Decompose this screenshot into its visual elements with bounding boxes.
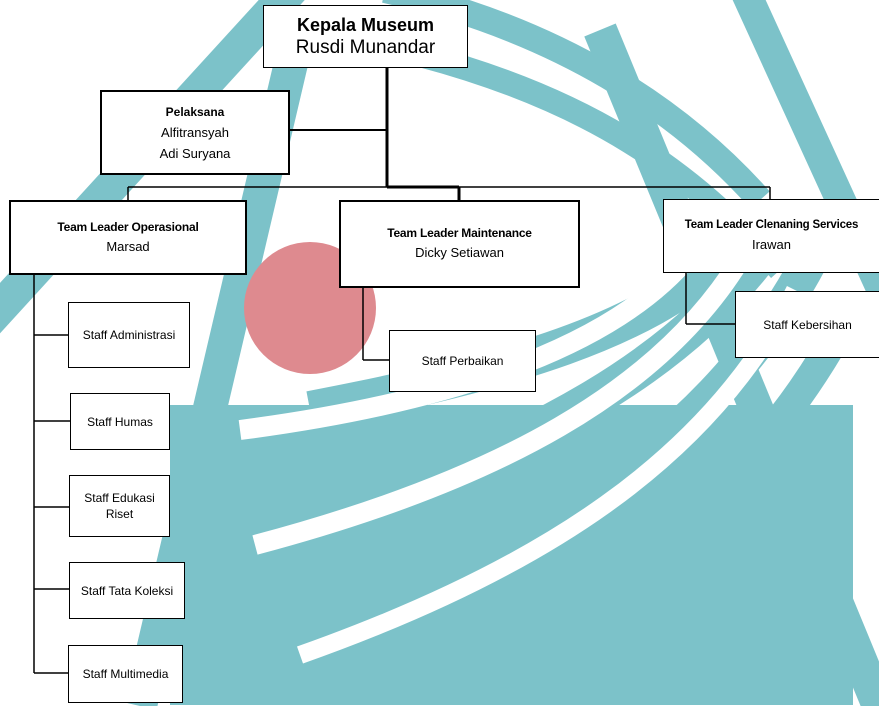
kepala-museum-title: Kepala Museum [296,14,435,35]
team-leader-operasional-title: Team Leader Operasional [57,219,199,234]
staff-tata-koleksi-box: Staff Tata Koleksi [69,562,185,619]
staff-humas-box: Staff Humas [70,393,170,450]
staff-kebersihan-box: Staff Kebersihan [735,291,879,358]
staff-multimedia-label: Staff Multimedia [82,667,169,681]
team-leader-cleaning-title: Team Leader Clenaning Services [684,219,859,231]
staff-multimedia-box: Staff Multimedia [68,645,183,703]
staff-perbaikan-box: Staff Perbaikan [389,330,536,392]
staff-perbaikan-label: Staff Perbaikan [421,354,504,368]
team-leader-operasional-name: Marsad [106,238,150,254]
pelaksana-name-1: Alfitransyah [161,124,229,140]
pelaksana-box: Pelaksana Alfitransyah Adi Suryana [100,90,290,175]
team-leader-maintenance-name: Dicky Setiawan [415,245,504,260]
pelaksana-title: Pelaksana [165,104,225,119]
team-leader-cleaning-name: Irawan [751,237,792,252]
pelaksana-name-2: Adi Suryana [159,145,231,161]
staff-edukasi-riset-box: Staff Edukasi Riset [69,475,170,537]
team-leader-maintenance-title: Team Leader Maintenance [387,226,532,240]
staff-edukasi-riset-label: Staff Edukasi Riset [84,491,155,521]
team-leader-maintenance-box: Team Leader Maintenance Dicky Setiawan [339,200,580,288]
kepala-museum-name: Rusdi Munandar [295,36,436,58]
staff-tata-koleksi-label: Staff Tata Koleksi [80,583,174,598]
staff-administrasi-box: Staff Administrasi [68,302,190,368]
staff-humas-label: Staff Humas [87,414,153,429]
kepala-museum-box: Kepala Museum Rusdi Munandar [263,5,468,68]
staff-kebersihan-label: Staff Kebersihan [763,317,852,332]
team-leader-operasional-box: Team Leader Operasional Marsad [9,200,247,275]
team-leader-cleaning-box: Team Leader Clenaning Services Irawan [663,199,879,273]
staff-administrasi-label: Staff Administrasi [82,328,176,342]
